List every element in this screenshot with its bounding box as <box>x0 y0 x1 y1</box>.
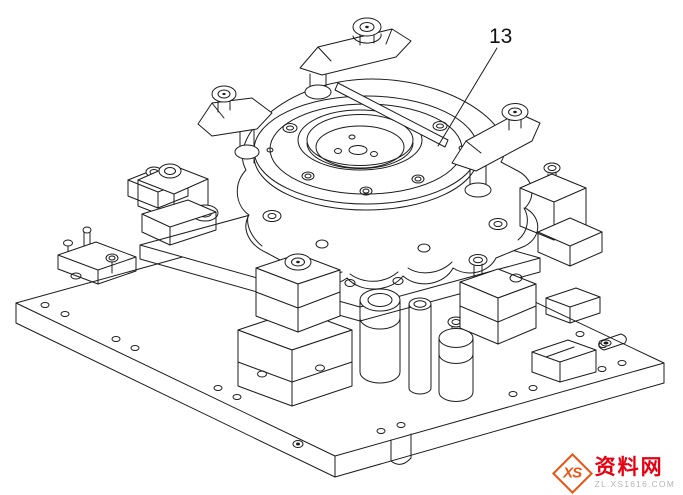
cylinder-small <box>438 328 474 348</box>
watermark-logo-text: XS <box>563 464 582 482</box>
rear-right-blocks <box>519 162 603 267</box>
valve-assembly <box>57 226 137 285</box>
valve-knob-icon <box>105 253 119 263</box>
fixture-body <box>236 78 539 290</box>
right-slot-cutout <box>598 333 627 351</box>
top-clamp <box>299 17 412 100</box>
right-clamp <box>451 103 541 198</box>
clamp-strap-rod <box>334 82 449 148</box>
center-cylinders <box>359 288 474 402</box>
right-small-parts <box>545 287 612 347</box>
cylinder-large <box>359 288 401 312</box>
callout: 13 <box>437 25 512 147</box>
callout-leader-line <box>437 47 498 147</box>
watermark-site-url: ZL.XS1616.COM <box>594 479 675 490</box>
watermark: XS 资料网 ZL.XS1616.COM <box>551 452 675 494</box>
watermark-logo-icon: XS <box>551 452 593 494</box>
bottom-right-bracket <box>531 339 597 383</box>
front-left-blocks <box>237 253 353 407</box>
right-front-block <box>459 254 537 345</box>
callout-label: 13 <box>489 25 512 48</box>
center-bore <box>297 109 423 171</box>
left-mid-mechanism <box>137 163 219 246</box>
watermark-text-block: 资料网 ZL.XS1616.COM <box>594 456 675 490</box>
left-upper-clamp <box>197 85 273 160</box>
cylinder-thin <box>408 297 432 311</box>
front-slot-cutout <box>390 433 412 465</box>
watermark-site-name: 资料网 <box>594 456 664 480</box>
